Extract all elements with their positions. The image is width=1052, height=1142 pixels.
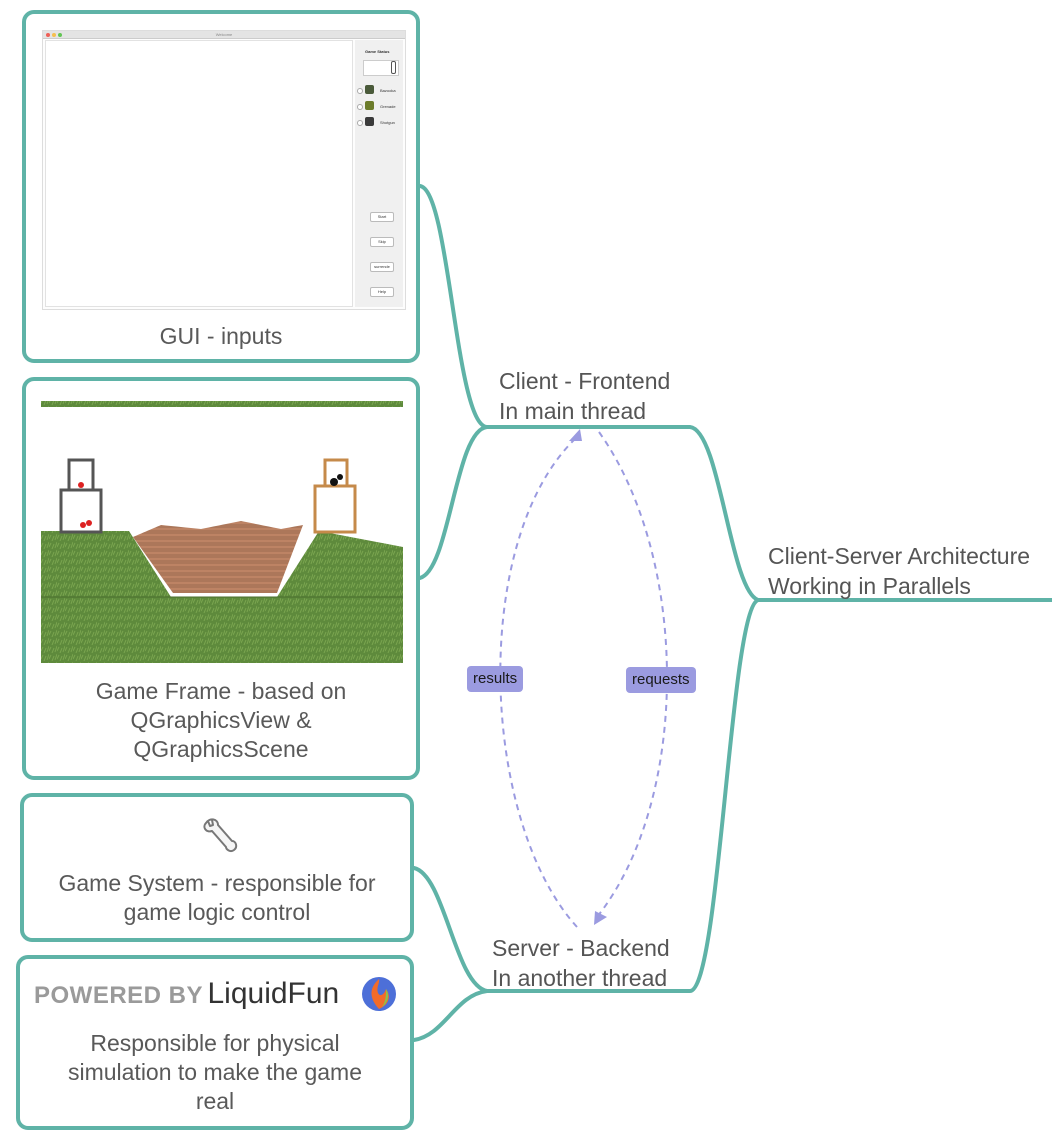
game-system-caption-1: Game System - responsible for bbox=[58, 870, 376, 896]
results-arrowhead bbox=[569, 429, 582, 441]
root-to-server-connector bbox=[485, 598, 760, 993]
server-to-gamesystem-connector bbox=[412, 866, 489, 993]
status-display bbox=[363, 60, 399, 76]
client-to-gameframe-connector bbox=[418, 425, 489, 580]
gui-card: Welcome Game Status Bazooka Grenade Shot… bbox=[22, 10, 420, 363]
left-tower bbox=[59, 458, 103, 534]
game-status-label: Game Status bbox=[365, 49, 390, 54]
game-system-card: Game System - responsible for game logic… bbox=[20, 793, 414, 942]
game-system-caption-2: game logic control bbox=[123, 899, 311, 925]
ceiling-strip bbox=[41, 401, 403, 407]
powered-by-label: POWERED BY bbox=[34, 982, 204, 1009]
wrench-icon bbox=[203, 818, 238, 853]
liquidfun-card: POWERED BY LiquidFun Responsible for phy… bbox=[16, 955, 414, 1130]
gui-screenshot: Welcome Game Status Bazooka Grenade Shot… bbox=[42, 30, 406, 310]
server-node-subtitle: In another thread bbox=[492, 965, 668, 991]
client-node-title: Client - Frontend bbox=[499, 368, 671, 394]
weapon-label-bazooka: Bazooka bbox=[380, 88, 396, 93]
powered-by-liquidfun-logo: POWERED BY LiquidFun bbox=[34, 977, 339, 1011]
game-frame-caption-2: QGraphicsView & bbox=[130, 707, 312, 733]
bazooka-icon bbox=[365, 85, 374, 94]
results-label: results bbox=[467, 666, 524, 692]
liquidfun-caption-2: simulation to make the game bbox=[67, 1059, 363, 1085]
close-dot-icon bbox=[46, 33, 50, 37]
root-node-title: Client-Server Architecture bbox=[768, 543, 1031, 569]
game-frame-caption-3: QGraphicsScene bbox=[133, 736, 309, 762]
game-frame-card: Game Frame - based on QGraphicsView & QG… bbox=[22, 377, 420, 780]
server-node: Server - Backend In another thread bbox=[492, 933, 670, 993]
game-canvas bbox=[45, 40, 353, 307]
help-button[interactable]: Help bbox=[370, 287, 394, 297]
grenade-icon bbox=[365, 101, 374, 110]
gui-caption: GUI - inputs bbox=[159, 323, 283, 349]
minimize-dot-icon bbox=[52, 33, 56, 37]
zoom-dot-icon bbox=[58, 33, 62, 37]
weapon-label-shotgun: Shotgun bbox=[380, 120, 395, 125]
client-to-gui-connector bbox=[418, 184, 489, 429]
liquidfun-caption-3: real bbox=[195, 1088, 235, 1114]
root-to-client-connector bbox=[485, 425, 760, 602]
server-to-liquidfun-connector bbox=[412, 989, 489, 1042]
weapon-label-grenade: Grenade bbox=[380, 104, 396, 109]
start-button[interactable]: Start bbox=[370, 212, 394, 222]
weapon-radio-grenade[interactable] bbox=[357, 104, 363, 110]
left-tower-targets bbox=[78, 482, 92, 528]
root-node-subtitle: Working in Parallels bbox=[768, 573, 971, 599]
liquidfun-logo-icon bbox=[362, 977, 396, 1011]
right-tower-targets bbox=[330, 474, 343, 486]
game-scene-image bbox=[41, 401, 403, 663]
requests-arrow bbox=[596, 431, 668, 918]
skip-button[interactable]: Skip bbox=[370, 237, 394, 247]
game-frame-caption-1: Game Frame - based on bbox=[95, 678, 347, 704]
surrender-button[interactable]: surrende bbox=[370, 262, 394, 272]
client-node: Client - Frontend In main thread bbox=[499, 366, 670, 426]
requests-label: requests bbox=[626, 667, 696, 693]
status-counter-icon bbox=[391, 61, 396, 74]
liquidfun-brand: LiquidFun bbox=[207, 977, 340, 1010]
root-node: Client-Server Architecture Working in Pa… bbox=[768, 541, 1030, 601]
shotgun-icon bbox=[365, 117, 374, 126]
window-title: Welcome bbox=[215, 32, 233, 37]
right-tower bbox=[313, 458, 357, 534]
requests-arrowhead bbox=[594, 911, 607, 925]
control-panel: Game Status Bazooka Grenade Shotgun Star… bbox=[355, 40, 403, 307]
weapon-radio-shotgun[interactable] bbox=[357, 120, 363, 126]
client-node-subtitle: In main thread bbox=[499, 398, 647, 424]
crate-pile bbox=[133, 521, 303, 593]
weapon-radio-bazooka[interactable] bbox=[357, 88, 363, 94]
liquidfun-caption-1: Responsible for physical bbox=[90, 1030, 340, 1056]
server-node-title: Server - Backend bbox=[492, 935, 670, 961]
window-titlebar: Welcome bbox=[43, 31, 405, 39]
